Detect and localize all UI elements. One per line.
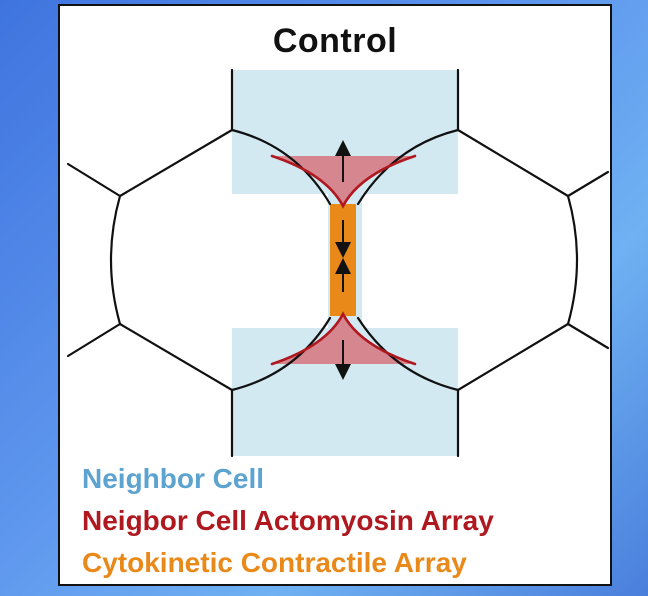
page-title: Control	[272, 22, 398, 60]
actomyosin-outlines	[270, 154, 417, 366]
legend-neighbor-cell: Neighbor Cell	[82, 463, 265, 494]
legend-contractile-array: Cytokinetic Contractile Array	[82, 547, 467, 578]
cell-diagram	[66, 68, 610, 458]
diagram-panel: Control	[58, 4, 612, 586]
legend: Neighbor Cell Neigbor Cell Actomyosin Ar…	[82, 458, 494, 584]
actomyosin-array-bottom	[272, 314, 415, 364]
legend-actomyosin-array: Neigbor Cell Actomyosin Array	[82, 505, 494, 536]
